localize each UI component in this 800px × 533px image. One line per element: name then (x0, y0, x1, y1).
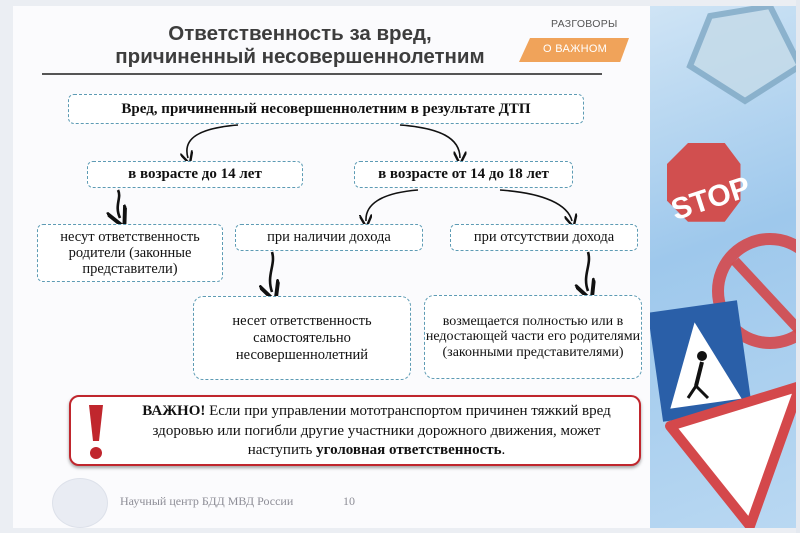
logo: РАЗГОВОРЫ О ВАЖНОМ (505, 18, 645, 72)
warning-lead: ВАЖНО! (142, 403, 206, 419)
warning-body: Если при управлении мототранспортом прич… (152, 403, 611, 458)
arrow-under14-to-parents (118, 189, 120, 218)
arrow-root-to-under14 (187, 124, 239, 158)
page-number: 10 (343, 494, 355, 508)
arrow-noincome-to-comp (586, 251, 589, 291)
logo-bottom-text: О ВАЖНОМ (543, 43, 608, 55)
node-14-18: в возрасте от 14 до 18 лет (354, 161, 573, 188)
title-line-1: Ответственность за вред, (168, 22, 432, 45)
root-node: Вред, причиненный несовершеннолетним в р… (68, 94, 584, 124)
warning-end: . (501, 442, 506, 458)
mvd-emblem-icon (52, 478, 108, 528)
node-parents-liable: несут ответственность родители (законные… (37, 224, 223, 282)
page-title: Ответственность за вред, причиненный нес… (60, 22, 540, 68)
node-with-income: при наличии дохода (235, 224, 423, 251)
node-under-14: в возрасте до 14 лет (87, 161, 303, 188)
title-underline (42, 73, 602, 75)
warning-box: ВАЖНО! Если при управлении мототранспорт… (69, 395, 641, 466)
title-line-2: причиненный несовершеннолетним (115, 45, 485, 68)
stop-sign-icon (667, 143, 741, 222)
warning-emphasis: уголовная ответственность (316, 442, 502, 458)
logo-band: О ВАЖНОМ (519, 38, 629, 62)
node-without-income: при отсутствии дохода (450, 224, 638, 251)
node-parents-compensate: возмещается полностью или в недостающей … (424, 295, 642, 379)
node-minor-self-liable: несет ответственность самостоятельно нес… (193, 296, 411, 380)
arrow-14-18-to-noincome (499, 189, 572, 221)
arrow-root-to-14-18 (399, 124, 460, 158)
page-edge (796, 0, 800, 533)
arrow-14-18-to-income (366, 189, 419, 221)
road-signs-illustration: STOP (650, 6, 800, 528)
exclamation-icon (89, 405, 103, 459)
arrow-income-to-self (270, 251, 273, 292)
logo-top-text: РАЗГОВОРЫ (551, 18, 618, 30)
road-signs-image: STOP (650, 6, 800, 528)
warning-text: ВАЖНО! Если при управлении мототранспорт… (119, 402, 634, 461)
footer-org: Научный центр БДД МВД России (120, 494, 294, 508)
